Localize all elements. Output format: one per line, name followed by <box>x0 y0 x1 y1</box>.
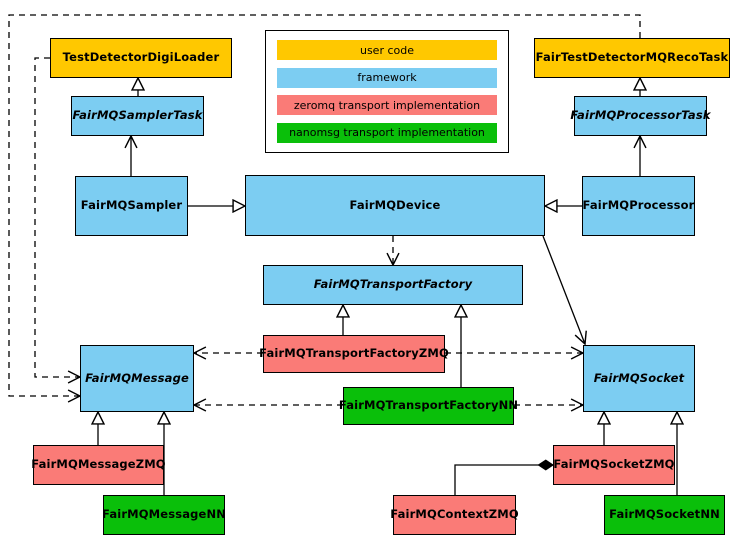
legend-item-zeromq: zeromq transport implementation <box>277 95 497 116</box>
class-box-fairmqsocketnn[interactable]: FairMQSocketNN <box>604 495 725 535</box>
class-box-fairmqmessage[interactable]: FairMQMessage <box>80 345 194 412</box>
legend-box: user code framework zeromq transport imp… <box>265 30 509 153</box>
legend-item-nanomsg: nanomsg transport implementation <box>277 122 497 143</box>
class-box-fairmqprocessortask[interactable]: FairMQProcessorTask <box>570 96 710 136</box>
edge-digiloader-message <box>34 57 80 377</box>
class-box-fairmqsocket[interactable]: FairMQSocket <box>583 345 695 412</box>
class-box-fairmqtransportfactorynn[interactable]: FairMQTransportFactoryNN <box>339 387 518 425</box>
class-box-fairmqcontextzmq[interactable]: FairMQContextZMQ <box>390 495 519 535</box>
class-box-testdetectordigiloader[interactable]: TestDetectorDigiLoader <box>50 38 232 78</box>
class-box-fairmqsocketzmq[interactable]: FairMQSocketZMQ <box>553 445 675 485</box>
legend-item-user-code: user code <box>277 40 497 60</box>
class-box-fairmqmessagezmq[interactable]: FairMQMessageZMQ <box>31 445 166 485</box>
class-box-fairmqsamplertask[interactable]: FairMQSamplerTask <box>71 96 204 136</box>
class-box-fairmqsampler[interactable]: FairMQSampler <box>75 176 188 236</box>
class-box-fairtestdetectormqrecotask[interactable]: FairTestDetectorMQRecoTask <box>534 38 730 78</box>
class-box-fairmqtransportfactoryzmq[interactable]: FairMQTransportFactoryZMQ <box>259 335 449 373</box>
edge-device-socket <box>542 235 585 344</box>
edge-recotask-message <box>8 14 641 396</box>
class-box-fairmqprocessor[interactable]: FairMQProcessor <box>582 176 695 236</box>
legend-item-framework: framework <box>277 67 497 88</box>
class-box-fairmqdevice[interactable]: FairMQDevice <box>245 175 545 236</box>
class-box-fairmqmessagenn[interactable]: FairMQMessageNN <box>102 495 226 535</box>
edge-contextzmq-socketzmq <box>454 459 555 495</box>
class-box-fairmqtransportfactory[interactable]: FairMQTransportFactory <box>263 265 523 305</box>
